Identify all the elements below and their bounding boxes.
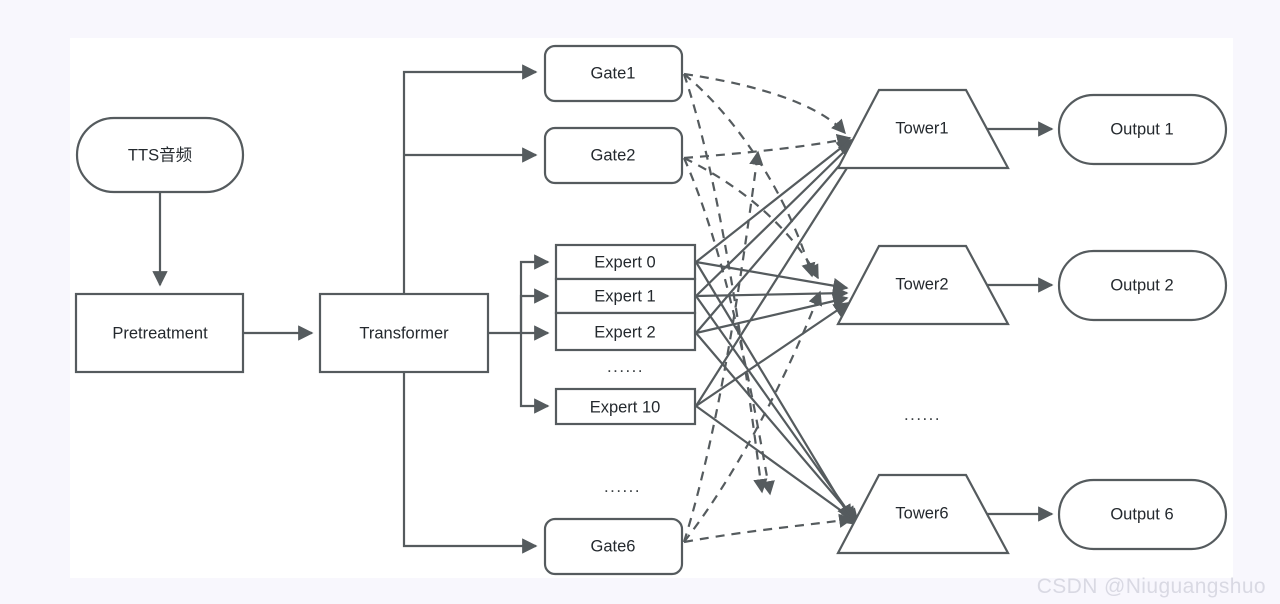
edge-layer-solid xyxy=(152,64,1054,554)
edge-gate6-to-tower2 xyxy=(683,290,823,543)
node-input[interactable]: TTS音频 xyxy=(75,116,245,194)
node-expert-1[interactable]: Expert 1 xyxy=(554,277,697,315)
edge-expert10-to-tower2 xyxy=(695,302,850,407)
node-tower-6[interactable]: Tower6 xyxy=(836,473,1010,555)
node-output-2[interactable]: Output 2 xyxy=(1057,249,1228,322)
edge-gate2-to-tower6 xyxy=(682,157,775,496)
node-gate-1-label: Gate1 xyxy=(591,64,636,82)
node-input-label: TTS音频 xyxy=(128,145,192,164)
node-output-1-label: Output 1 xyxy=(1110,120,1173,138)
node-expert-10[interactable]: Expert 10 xyxy=(554,387,697,426)
node-tower-1[interactable]: Tower1 xyxy=(836,88,1010,170)
edge-expert2-to-tower6 xyxy=(695,332,859,525)
node-gate-2[interactable]: Gate2 xyxy=(543,126,684,185)
edge-expert1-to-tower6 xyxy=(695,295,856,523)
gates-gap-ellipsis: ······ xyxy=(604,480,641,499)
edge-transformer-to-gate6 xyxy=(402,371,538,554)
edge-transformer-to-expert10 xyxy=(519,333,550,414)
node-output-6-label: Output 6 xyxy=(1110,505,1173,523)
node-tower-2[interactable]: Tower2 xyxy=(836,244,1010,326)
node-pretreatment-label: Pretreatment xyxy=(112,324,208,342)
node-gate-6[interactable]: Gate6 xyxy=(543,517,684,576)
edge-expert10-to-tower1 xyxy=(695,147,860,407)
edge-gate1-to-tower6 xyxy=(682,73,768,494)
node-tower-6-label: Tower6 xyxy=(895,504,948,522)
edge-gate6-to-tower1 xyxy=(682,150,764,543)
csdn-watermark: CSDN @Niuguangshuo xyxy=(1036,575,1266,598)
node-expert-1-label: Expert 1 xyxy=(594,287,655,305)
edge-expert0-to-tower6 xyxy=(695,261,852,521)
edge-gate2-to-tower1 xyxy=(683,133,852,160)
node-tower-2-label: Tower2 xyxy=(895,275,948,293)
node-gate-1[interactable]: Gate1 xyxy=(543,44,684,103)
node-expert-2[interactable]: Expert 2 xyxy=(554,311,697,352)
edge-layer-dashed xyxy=(682,72,854,544)
edge-expert2-to-tower2 xyxy=(695,293,849,335)
node-transformer-label: Transformer xyxy=(359,324,449,342)
node-output-2-label: Output 2 xyxy=(1110,276,1173,294)
edge-transformer-to-expert1 xyxy=(519,288,550,333)
node-pretreatment[interactable]: Pretreatment xyxy=(74,292,245,374)
edge-gate2-to-tower2 xyxy=(683,157,819,280)
node-expert-10-label: Expert 10 xyxy=(590,398,661,416)
edge-expert0-to-tower1 xyxy=(695,139,853,263)
edge-transformer-to-gate1 xyxy=(402,64,538,295)
edge-gate1-to-tower1 xyxy=(683,72,846,135)
node-gate-6-label: Gate6 xyxy=(591,537,636,555)
experts-inner-ellipsis: ······ xyxy=(607,360,644,379)
edge-expert2-to-tower1 xyxy=(695,144,858,334)
node-expert-0-label: Expert 0 xyxy=(594,253,655,271)
node-expert-0[interactable]: Expert 0 xyxy=(554,243,697,281)
node-tower-1-label: Tower1 xyxy=(895,119,948,137)
node-transformer[interactable]: Transformer xyxy=(318,292,490,374)
edge-expert10-to-tower6 xyxy=(695,405,863,526)
edge-expert1-to-tower2 xyxy=(695,285,849,301)
node-output-6[interactable]: Output 6 xyxy=(1057,478,1228,551)
node-output-1[interactable]: Output 1 xyxy=(1057,93,1228,166)
towers-gap-ellipsis: ······ xyxy=(904,408,941,427)
edge-transformer-to-expert0 xyxy=(519,254,550,333)
node-expert-2-label: Expert 2 xyxy=(594,323,655,341)
node-gate-2-label: Gate2 xyxy=(591,146,636,164)
edge-gate6-to-tower6 xyxy=(683,513,854,544)
